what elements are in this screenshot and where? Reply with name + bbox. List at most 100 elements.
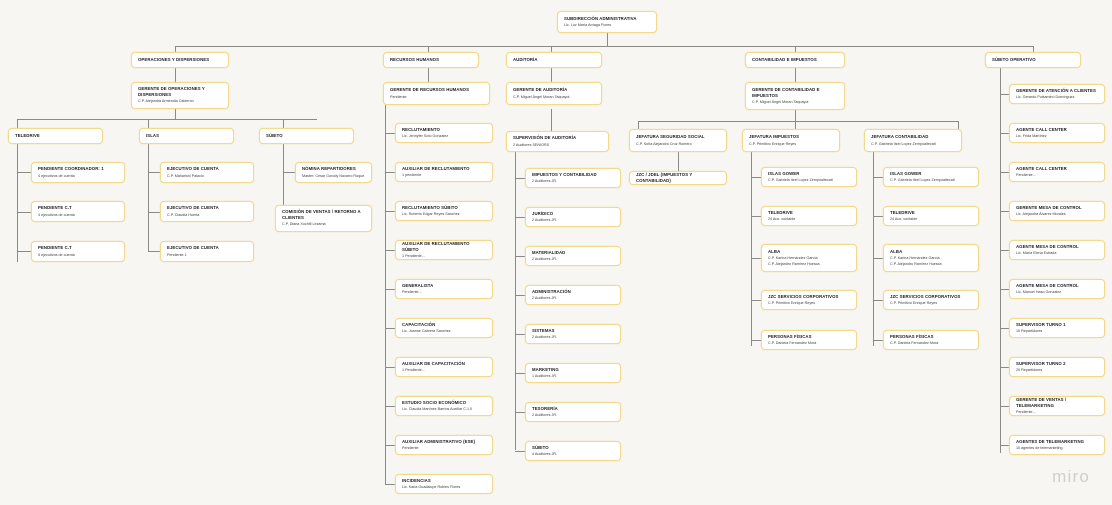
item-sub: Pendiente... — [1016, 409, 1036, 414]
item-sub: 4 ejecutivos de cuenta — [38, 212, 75, 217]
node-group-islas[interactable]: ISLAS — [139, 128, 234, 144]
node-so-item-4[interactable]: AGENTE MESA DE CONTROL Lic. María Elena … — [1009, 240, 1105, 260]
node-so-item-6[interactable]: SUPERVISOR TURNO 1 10 Repartidores — [1009, 318, 1105, 338]
item-title: ALBA — [768, 249, 781, 255]
node-division-subito-operativo[interactable]: SÚBITO OPERATIVO — [985, 52, 1081, 68]
node-aud-item-3[interactable]: ADMINISTRACIÓN 2 Auditores JR. — [525, 285, 621, 305]
node-subito-item-0[interactable]: NÓMINA REPARTIDORES Master: Cesar Gorody… — [295, 162, 372, 183]
node-so-item-7[interactable]: SUPERVISOR TURNO 2 20 Repartidores — [1009, 357, 1105, 377]
node-cont-item-4[interactable]: PERSONAS FÍSICAS C.P. Daniela Fernandez … — [883, 330, 979, 350]
node-seguridad-item-0[interactable]: JZC / JDEL (IMPUESTOS Y CONTABILIDAD) — [629, 171, 727, 185]
node-manager-operaciones[interactable]: GERENTE DE OPERACIONES Y DISPERSIONES C.… — [131, 82, 229, 109]
node-rh-item-3[interactable]: AUXILIAR DE RECLUTAMIENTO SÚBITO 1 Pendi… — [395, 240, 493, 260]
node-cont-item-1[interactable]: TELEDRIVE 24 Aux. contable — [883, 206, 979, 226]
item-sub: C.P. Daniela Fernandez Mora — [890, 341, 939, 346]
edge-so-item-2 — [1000, 172, 1009, 173]
node-division-recursos-humanos[interactable]: RECURSOS HUMANOS — [383, 52, 479, 68]
item-sub: 10 agentes de telemarketing — [1016, 446, 1063, 451]
node-manager-auditoria[interactable]: GERENTE DE AUDITORÍA C.P. Miguel Ángel M… — [506, 82, 602, 105]
node-imp-item-1[interactable]: TELEDRIVE 24 Aux. contable — [761, 206, 857, 226]
node-cont-item-2[interactable]: ALBA C.P. Karina Hernández García C.P. A… — [883, 244, 979, 272]
node-so-item-8[interactable]: GERENTE DE VENTAS / TELEMARKETING Pendie… — [1009, 396, 1105, 416]
manager-sub: C.P. Alejandra Armendia Calderón — [138, 99, 194, 104]
node-so-item-5[interactable]: AGENTE MESA DE CONTROL Lic. Manuel Haso … — [1009, 279, 1105, 299]
item-title: JZC / JDEL (IMPUESTOS Y CONTABILIDAD) — [636, 172, 693, 183]
edge-rh-rail — [385, 105, 386, 485]
edge-subitogrp-rail — [283, 144, 284, 219]
node-cont-item-0[interactable]: ISLAS GOWER C.P. Gabriela Itzel Lopez Ze… — [883, 167, 979, 187]
edge-aud-item-7 — [515, 451, 525, 452]
node-imp-item-3[interactable]: JZC SERVICIOS CORPORATIVOS C.P. Primitiv… — [761, 290, 857, 310]
node-islas-item-2[interactable]: EJECUTIVO DE CUENTA Pendiente 1 — [160, 241, 254, 262]
item-sub: Lic. Gerardo Pulsamino Domínguez — [1016, 95, 1075, 100]
item-title: GENERALISTA — [402, 282, 434, 288]
node-rh-item-9[interactable]: INCIDENCIAS Lic. Karla Guadalupe Robles … — [395, 474, 493, 494]
node-rh-item-5[interactable]: CAPACITACIÓN Lic. Joanne Cabrera Sanchez — [395, 318, 493, 338]
node-group-subito[interactable]: SÚBITO — [259, 128, 354, 144]
node-imp-item-4[interactable]: PERSONAS FÍSICAS C.P. Daniela Fernandez … — [761, 330, 857, 350]
node-rh-item-2[interactable]: RECLUTAMIENTO SÚBITO Lic. Roberto Edgar … — [395, 201, 493, 221]
node-imp-item-2[interactable]: ALBA C.P. Karina Hernández García C.P. A… — [761, 244, 857, 272]
node-aud-item-6[interactable]: TESORERÍA 2 Auditores JR. — [525, 402, 621, 422]
node-rh-item-0[interactable]: RECLUTAMIENTO Lic. Jennyfer Soto Gonzale… — [395, 123, 493, 143]
item-title: NÓMINA REPARTIDORES — [302, 166, 356, 172]
node-teledrive-item-1[interactable]: Pendiente C.T 4 ejecutivos de cuenta — [31, 201, 125, 222]
item-title: SISTEMAS — [532, 327, 555, 333]
node-teledrive-item-0[interactable]: Pendiente Coordinador: 1 4 ejecutivos de… — [31, 162, 125, 183]
node-division-contabilidad[interactable]: CONTABILIDAD E IMPUESTOS — [745, 52, 845, 68]
node-rh-item-6[interactable]: AUXILIAR DE CAPACITACIÓN 1 Pendiente... — [395, 357, 493, 377]
node-aud-item-1[interactable]: JURÍDICO 2 Auditores JR. — [525, 207, 621, 227]
node-manager-contabilidad[interactable]: GERENTE DE CONTABILIDAD E IMPUESTOS C.P.… — [745, 82, 845, 110]
item-title: AGENTE CALL CENTER — [1016, 165, 1067, 171]
edge-so-item-8 — [1000, 406, 1009, 407]
node-rh-item-8[interactable]: AUXILIAR ADMINISTRATIVO (ESE) Pendiente — [395, 435, 493, 455]
node-islas-item-1[interactable]: EJECUTIVO DE CUENTA C.P. Claudia Huerta — [160, 201, 254, 222]
node-aud-item-7[interactable]: SÚBITO 4 Auditores JR. — [525, 441, 621, 461]
node-division-auditoria[interactable]: AUDITORÍA — [506, 52, 602, 68]
node-subito-item-1[interactable]: COMISIÓN DE VENTAS / RETORNO A CLIENTES … — [275, 205, 372, 232]
edge-impuestos-rail — [751, 152, 752, 346]
edge-rh-item-1 — [385, 172, 395, 173]
edge-rh-item-6 — [385, 367, 395, 368]
node-division-operaciones[interactable]: OPERACIONES Y DISPERSIONES — [131, 52, 229, 68]
node-manager-recursos-humanos[interactable]: GERENTE DE RECURSOS HUMANOS Pendiente — [383, 82, 490, 105]
node-group-teledrive[interactable]: TELEDRIVE — [8, 128, 103, 144]
division-title: RECURSOS HUMANOS — [390, 57, 440, 63]
node-branch-impuestos[interactable]: JEFATURA IMPUESTOS C.P. Primitivo Enriqu… — [742, 129, 840, 152]
node-so-item-9[interactable]: AGENTES DE TELEMARKETING 10 agentes de t… — [1009, 435, 1105, 455]
node-so-item-2[interactable]: AGENTE CALL CENTER Pendiente... — [1009, 162, 1105, 182]
node-cont-item-3[interactable]: JZC SERVICIOS CORPORATIVOS C.P. Primitiv… — [883, 290, 979, 310]
node-so-item-3[interactable]: GERENTE MESA DE CONTROL Lic. Alejandra Á… — [1009, 201, 1105, 221]
node-aud-item-5[interactable]: MARKETING 1 Auditores JR. — [525, 363, 621, 383]
item-title: JZC SERVICIOS CORPORATIVOS — [768, 293, 839, 299]
miro-watermark: miro — [1052, 467, 1090, 486]
node-imp-item-0[interactable]: ISLAS GOWER C.P. Gabriela Itzel Lopez Ze… — [761, 167, 857, 187]
node-branch-seguridad-social[interactable]: JEFATURA SEGURIDAD SOCIAL C.P. Sofía Ale… — [629, 129, 727, 152]
branch-title: JEFATURA SEGURIDAD SOCIAL — [636, 134, 705, 140]
edge-drop-contabilidad — [795, 46, 796, 52]
node-rh-item-1[interactable]: AUXILIAR DE RECLUTAMIENTO 1 pendiente — [395, 162, 493, 182]
item-sub: C.P. Karina Hernández García — [768, 256, 818, 261]
item-sub: C.P. Karina Hernández García — [890, 256, 940, 261]
edge-so-item-5 — [1000, 289, 1009, 290]
item-sub: Lic. Joanne Cabrera Sanchez — [402, 329, 451, 334]
node-so-item-1[interactable]: AGENTE CALL CENTER Lic. Frida Martínez — [1009, 123, 1105, 143]
node-rh-item-7[interactable]: ESTUDIO SOCIO ECONÓMICO Lic. Claudia Mar… — [395, 396, 493, 416]
item-sub: 24 Aux. contable — [890, 217, 918, 222]
node-so-item-0[interactable]: GERENTE DE ATENCIÓN A CLIENTES Lic. Gera… — [1009, 84, 1105, 104]
node-rh-item-4[interactable]: GENERALISTA Pendiente... — [395, 279, 493, 299]
node-root[interactable]: SUBDIRECCIÓN ADMINISTRATIVA Lic. Luz Mar… — [557, 11, 657, 33]
node-islas-item-0[interactable]: EJECUTIVO DE CUENTA C.P. Maharishi Palac… — [160, 162, 254, 183]
node-aud-item-0[interactable]: IMPUESTOS Y CONTABILIDAD 2 Auditores JR. — [525, 168, 621, 188]
node-teledrive-item-2[interactable]: Pendiente C.T 5 ejecutivos de cuenta — [31, 241, 125, 262]
item-title: AUXILIAR DE RECLUTAMIENTO — [402, 165, 470, 171]
node-branch-contabilidad[interactable]: JEFATURA CONTABILIDAD C.P. Gabriela Itze… — [864, 129, 962, 152]
node-aud-item-4[interactable]: SISTEMAS 2 Auditores JR. — [525, 324, 621, 344]
edge-drop-islas — [148, 119, 149, 128]
division-title: AUDITORÍA — [513, 57, 538, 63]
node-auditoria-supervision[interactable]: SUPERVISIÓN DE AUDITORÍA 2 Auditores SEN… — [506, 131, 609, 152]
item-sub: C.P. Primitivo Enrique Reyes — [890, 301, 938, 306]
item-title: EJECUTIVO DE CUENTA — [167, 245, 219, 251]
item-title: SUPERVISOR TURNO 2 — [1016, 360, 1066, 366]
node-aud-item-2[interactable]: MATERIALIDAD 2 Auditores JR. — [525, 246, 621, 266]
